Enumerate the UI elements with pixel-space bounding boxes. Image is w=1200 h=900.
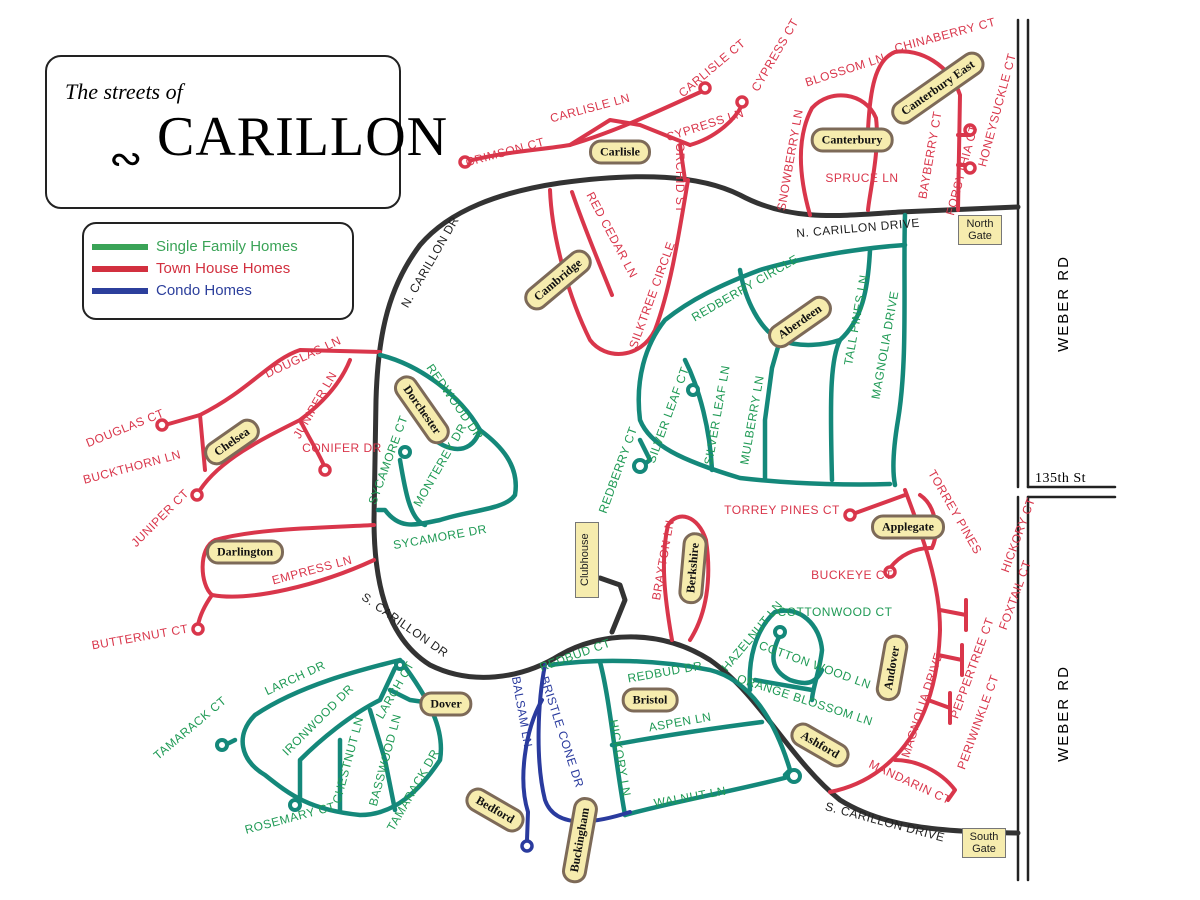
neighborhood-label-dover: Dover (419, 691, 473, 717)
legend-swatch (92, 243, 148, 250)
legend-label: Single Family Homes (156, 238, 298, 255)
legend-item-condo: Condo Homes (92, 282, 252, 299)
neighborhood-label-darlington: Darlington (205, 539, 285, 565)
street-label-spruce-ln: SPRUCE LN (825, 171, 899, 185)
road-label-weber-south: WEBER RD (1054, 665, 1072, 762)
street-label-torrey-pines-ct: TORREY PINES CT (724, 503, 840, 517)
title-box: The streets of ∾ CARILLON (45, 55, 447, 209)
legend-label: Condo Homes (156, 282, 252, 299)
neighborhood-label-bristol: Bristol (621, 687, 679, 713)
street-label-buckeye-ct: BUCKEYE CT (811, 568, 893, 582)
condo-cul-de-sac (520, 839, 534, 853)
clubhouse-label: Clubhouse (579, 533, 591, 587)
weber-road (1016, 18, 1117, 882)
clubhouse-drive (597, 575, 628, 635)
north-gate-label: North Gate (966, 218, 994, 242)
north-gate-marker: North Gate (958, 215, 1002, 245)
clubhouse-marker: Clubhouse (575, 522, 599, 598)
road-label-135th: 135th St (1035, 471, 1087, 486)
single-family-streets (222, 212, 908, 818)
single-family-cul-de-sacs (215, 383, 802, 812)
townhouse-cul-de-sacs (155, 81, 977, 636)
title-name: CARILLON (157, 106, 449, 168)
south-gate-label: South Gate (969, 831, 999, 855)
135th-street (1026, 485, 1117, 499)
legend-item-town-house: Town House Homes (92, 260, 290, 277)
neighborhood-label-canterbury: Canterbury (810, 127, 894, 153)
neighborhood-label-carlisle: Carlisle (589, 139, 651, 165)
road-label-weber-north: WEBER RD (1054, 255, 1072, 352)
carillon-drive (371, 174, 1021, 836)
street-label-cottonwood-ct: COTTONWOOD CT (777, 605, 893, 619)
neighborhood-label-applegate: Applegate (871, 514, 945, 540)
swirl-ornament-icon: ∾ (109, 136, 143, 181)
title-prefix: The streets of (65, 79, 183, 104)
legend-item-single-family: Single Family Homes (92, 238, 298, 255)
legend: Single Family Homes Town House Homes Con… (82, 222, 354, 320)
street-label-orchid-st: ORCHID ST (673, 142, 687, 214)
south-gate-marker: South Gate (962, 828, 1006, 858)
legend-label: Town House Homes (156, 260, 291, 277)
street-label-conifer-dr: CONIFER DR (302, 441, 382, 455)
legend-swatch (92, 265, 148, 272)
townhouse-streets (163, 49, 972, 802)
legend-swatch (92, 287, 148, 294)
